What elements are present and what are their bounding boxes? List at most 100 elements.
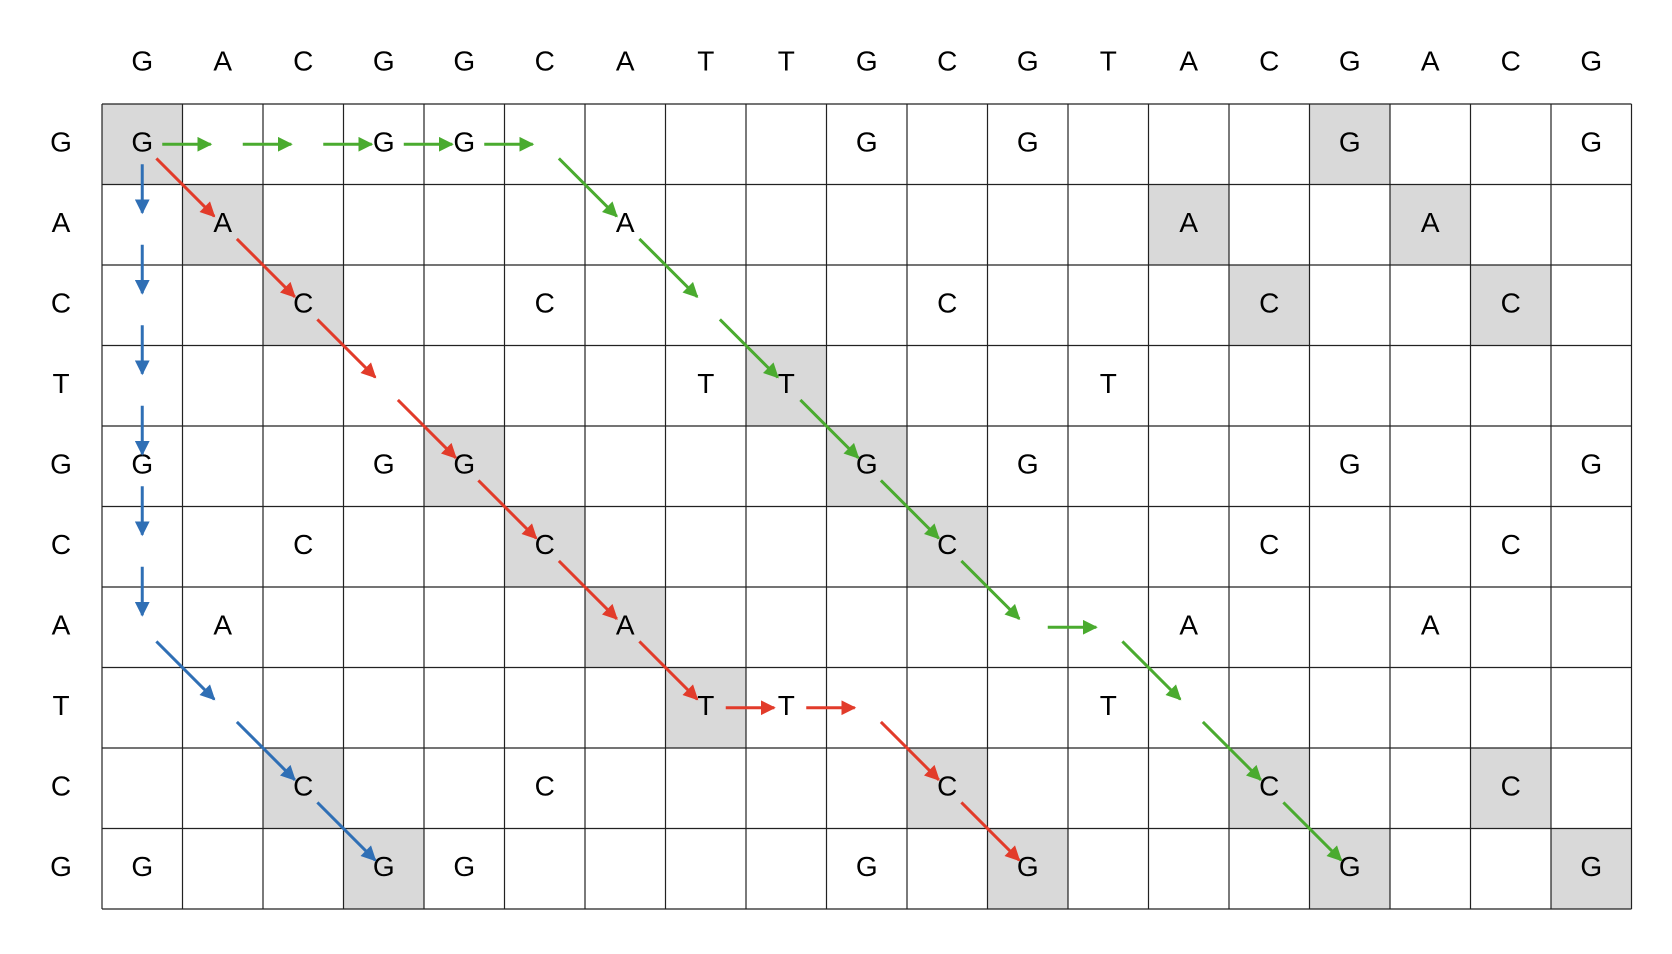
red-path-arrow [396,398,457,459]
top-sequence-letter: G [131,45,153,76]
top-sequence-letter: T [1100,45,1117,76]
top-sequence-letter: G [373,45,395,76]
highlighted-cell [1309,104,1390,185]
match-letter: G [131,851,153,882]
match-letter: G [1580,851,1602,882]
match-letter: A [213,207,232,238]
green-path-arrow [638,237,699,298]
top-sequence-letter: C [937,45,957,76]
match-letter: C [937,529,957,560]
match-letter: G [131,449,153,480]
left-sequence-letter: T [52,368,69,399]
match-letter: A [616,610,635,641]
highlighted-cell [1229,265,1310,346]
match-letter: G [1017,449,1039,480]
top-sequence-letter: T [778,45,795,76]
match-letter: A [213,610,232,641]
match-letter: G [131,127,153,158]
match-letter: G [373,449,395,480]
match-letter: G [1580,127,1602,158]
red-path-arrow [879,720,940,781]
match-letter: A [1421,610,1440,641]
match-letter: T [778,368,795,399]
left-sequence-letter: C [51,288,71,319]
green-path-arrow [718,318,779,379]
highlighted-cell [1551,828,1632,909]
red-path-arrow [155,157,216,218]
match-letter: G [856,851,878,882]
top-sequence-letter: C [1501,45,1521,76]
red-path-arrow [638,640,699,701]
highlighted-cell [1470,748,1551,829]
blue-alignment-path [134,164,377,862]
highlighted-cell [1470,265,1551,346]
match-letter: C [1259,771,1279,802]
left-sequence-letter: T [52,690,69,721]
green-path-arrow [960,559,1021,620]
red-path-arrow [477,479,538,540]
green-path-arrow [557,157,618,218]
top-sequence-letter: G [856,45,878,76]
match-letter: C [293,771,313,802]
green-path-arrow [1201,720,1262,781]
match-letter: C [1501,771,1521,802]
match-letter: C [1501,288,1521,319]
left-sequence-letter: G [50,851,72,882]
top-sequence-letter: C [535,45,555,76]
blue-path-arrow [316,801,377,862]
green-path-arrow [1121,640,1182,701]
match-letter: C [535,771,555,802]
top-sequence-letter: A [213,45,232,76]
left-sequence-letter: G [50,449,72,480]
highlighted-cell [1390,184,1471,265]
match-letter: T [697,368,714,399]
match-letter: G [1017,851,1039,882]
match-letter: G [373,851,395,882]
match-letter: A [1179,207,1198,238]
top-sequence-letter: A [1421,45,1440,76]
match-letter: C [1501,529,1521,560]
left-sequence-letter: G [50,127,72,158]
match-letter: G [1339,127,1361,158]
top-sequence-letter: A [1179,45,1198,76]
match-letter: G [1017,127,1039,158]
match-letter: G [453,127,475,158]
match-letter: C [1259,529,1279,560]
top-sequence-letter: C [1259,45,1279,76]
match-letter: G [373,127,395,158]
blue-path-arrow [155,640,216,701]
match-letter: T [697,690,714,721]
green-path-arrow [879,479,940,540]
top-sequence-letter: G [453,45,475,76]
red-path-arrow [557,559,618,620]
match-letter: C [293,288,313,319]
green-path-arrow [799,398,860,459]
top-sequence-letter: A [616,45,635,76]
green-alignment-path [162,136,1343,862]
match-letter: C [937,771,957,802]
red-alignment-path [155,157,1021,862]
match-letter: A [616,207,635,238]
match-letter: G [856,449,878,480]
top-sequence-letter: G [1339,45,1361,76]
match-letter: G [1339,449,1361,480]
match-letter: G [1339,851,1361,882]
alignment-paths [134,136,1343,862]
match-letter: G [856,127,878,158]
top-sequence-letter: C [293,45,313,76]
match-letter: T [1100,690,1117,721]
match-letter: T [778,690,795,721]
match-letter: C [1259,288,1279,319]
match-letter: G [453,449,475,480]
match-letter: T [1100,368,1117,399]
top-sequence-letter: G [1580,45,1602,76]
highlighted-cell [1148,184,1229,265]
match-letter: G [1580,449,1602,480]
green-path-arrow [1282,801,1343,862]
red-path-arrow [960,801,1021,862]
match-letter: C [293,529,313,560]
match-letter: C [535,288,555,319]
